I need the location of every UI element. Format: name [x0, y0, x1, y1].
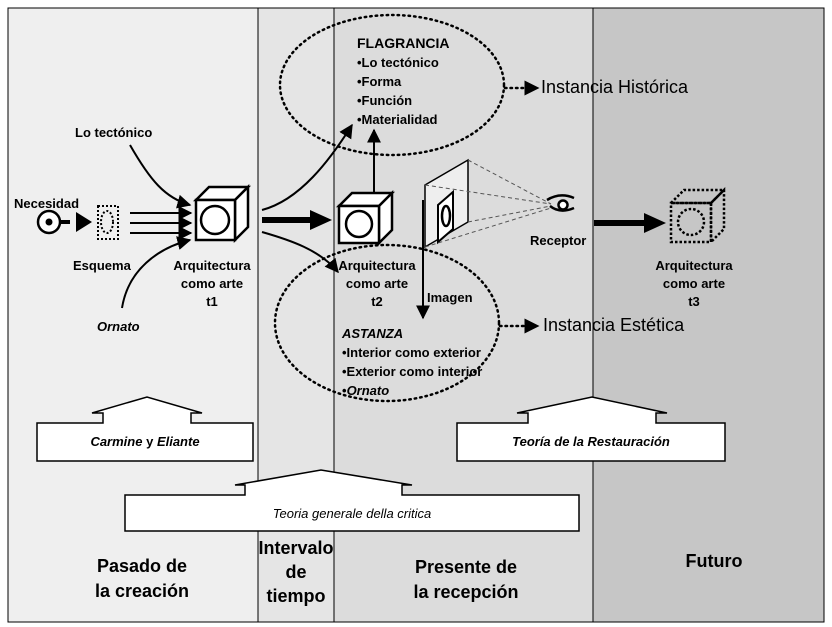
arch-t1-label: Arquitectura como arte t1	[173, 258, 251, 309]
architecture-cube-t3-icon	[667, 186, 728, 246]
arch-t3-label: Arquitectura como arte t3	[655, 258, 733, 309]
svg-text:Teoria generale della critica: Teoria generale della critica	[273, 506, 432, 521]
flagrancia-item: •Lo tectónico	[357, 55, 439, 70]
interval-label: Intervalo de tiempo	[258, 538, 333, 606]
lo-tectonico-label: Lo tectónico	[75, 125, 152, 140]
svg-text:de: de	[285, 562, 306, 582]
svg-text:tiempo: tiempo	[266, 586, 325, 606]
aesthetic-instance-label: Instancia Estética	[543, 315, 685, 335]
svg-text:Carmine y Eliante: Carmine y Eliante	[90, 434, 199, 449]
ornato-label: Ornato	[97, 319, 140, 334]
teoria-restauracion-box: Teoría de la Restauración	[456, 396, 726, 462]
astanza-item: •Interior como exterior	[342, 345, 481, 360]
necesidad-icon	[36, 209, 92, 235]
flagrancia-item: •Forma	[357, 74, 402, 89]
column-future	[593, 8, 824, 622]
eye-icon	[546, 194, 575, 212]
flagrancia-block: FLAGRANCIA •Lo tectónico •Forma •Función…	[357, 35, 450, 127]
svg-text:como arte: como arte	[663, 276, 725, 291]
svg-text:Presente de: Presente de	[415, 557, 517, 577]
svg-text:Intervalo: Intervalo	[258, 538, 333, 558]
flagrancia-item: •Materialidad	[357, 112, 437, 127]
esquema-icon	[97, 205, 119, 240]
lo-tectonico-arrow	[129, 144, 192, 209]
receptor-label: Receptor	[530, 233, 586, 248]
flagrancia-ellipse	[278, 13, 506, 157]
arch-t2-label: Arquitectura como arte t2	[338, 258, 416, 309]
svg-text:la creación: la creación	[95, 581, 189, 601]
architecture-cube-t1-icon	[192, 183, 252, 244]
svg-text:la recepción: la recepción	[413, 582, 518, 602]
svg-text:t3: t3	[688, 294, 700, 309]
svg-text:t2: t2	[371, 294, 383, 309]
ornato-arrow	[121, 236, 192, 309]
astanza-item: •Ornato	[342, 383, 389, 398]
svg-text:Arquitectura: Arquitectura	[338, 258, 416, 273]
svg-text:Pasado de: Pasado de	[97, 556, 187, 576]
astanza-ellipse	[273, 243, 501, 403]
flagrancia-title: FLAGRANCIA	[357, 35, 450, 51]
astanza-arrow	[261, 231, 339, 274]
svg-text:como arte: como arte	[181, 276, 243, 291]
imagen-label: Imagen	[427, 290, 473, 305]
svg-text:como arte: como arte	[346, 276, 408, 291]
svg-text:Teoría de la Restauración: Teoría de la Restauración	[512, 434, 670, 449]
teoria-generale-box: Teoria generale della critica	[124, 469, 580, 532]
sight-lines	[424, 159, 552, 248]
carmine-eliante-box: Carmine y Eliante	[36, 396, 254, 462]
flagrancia-arrow	[261, 123, 353, 211]
future-label: Futuro	[686, 551, 743, 571]
necesidad-label: Necesidad	[14, 196, 79, 211]
svg-text:Arquitectura: Arquitectura	[655, 258, 733, 273]
esquema-label: Esquema	[73, 258, 132, 273]
svg-text:t1: t1	[206, 294, 218, 309]
image-plane-icon	[424, 158, 469, 249]
astanza-block: ASTANZA •Interior como exterior •Exterio…	[341, 326, 482, 398]
svg-text:Arquitectura: Arquitectura	[173, 258, 251, 273]
astanza-item: •Exterior como interior	[342, 364, 482, 379]
historic-instance-label: Instancia Histórica	[541, 77, 689, 97]
architecture-cube-t2-icon	[335, 189, 396, 247]
astanza-title: ASTANZA	[341, 326, 403, 341]
past-label: Pasado de la creación	[95, 556, 189, 601]
time-columns	[7, 7, 825, 623]
present-label: Presente de la recepción	[413, 557, 518, 602]
flagrancia-item: •Función	[357, 93, 412, 108]
